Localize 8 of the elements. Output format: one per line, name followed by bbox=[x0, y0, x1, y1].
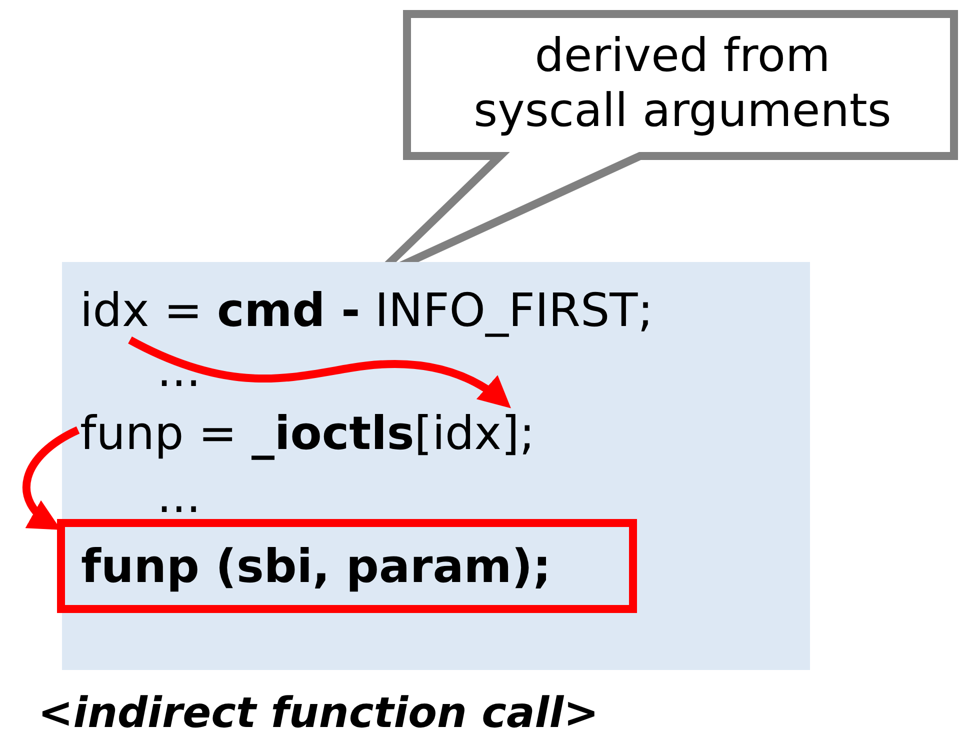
curved-arrow bbox=[22, 426, 80, 530]
code-line: funp = _ioctls[idx]; bbox=[80, 405, 535, 461]
callout-text: derived from syscall arguments bbox=[472, 28, 892, 138]
ellipsis-text: ... bbox=[157, 350, 201, 390]
curved-arrow bbox=[128, 336, 512, 408]
caption: <indirect function call> bbox=[38, 688, 599, 737]
code-line: idx = cmd - INFO_FIRST; bbox=[80, 282, 654, 338]
ellipsis-text: ... bbox=[157, 476, 201, 516]
